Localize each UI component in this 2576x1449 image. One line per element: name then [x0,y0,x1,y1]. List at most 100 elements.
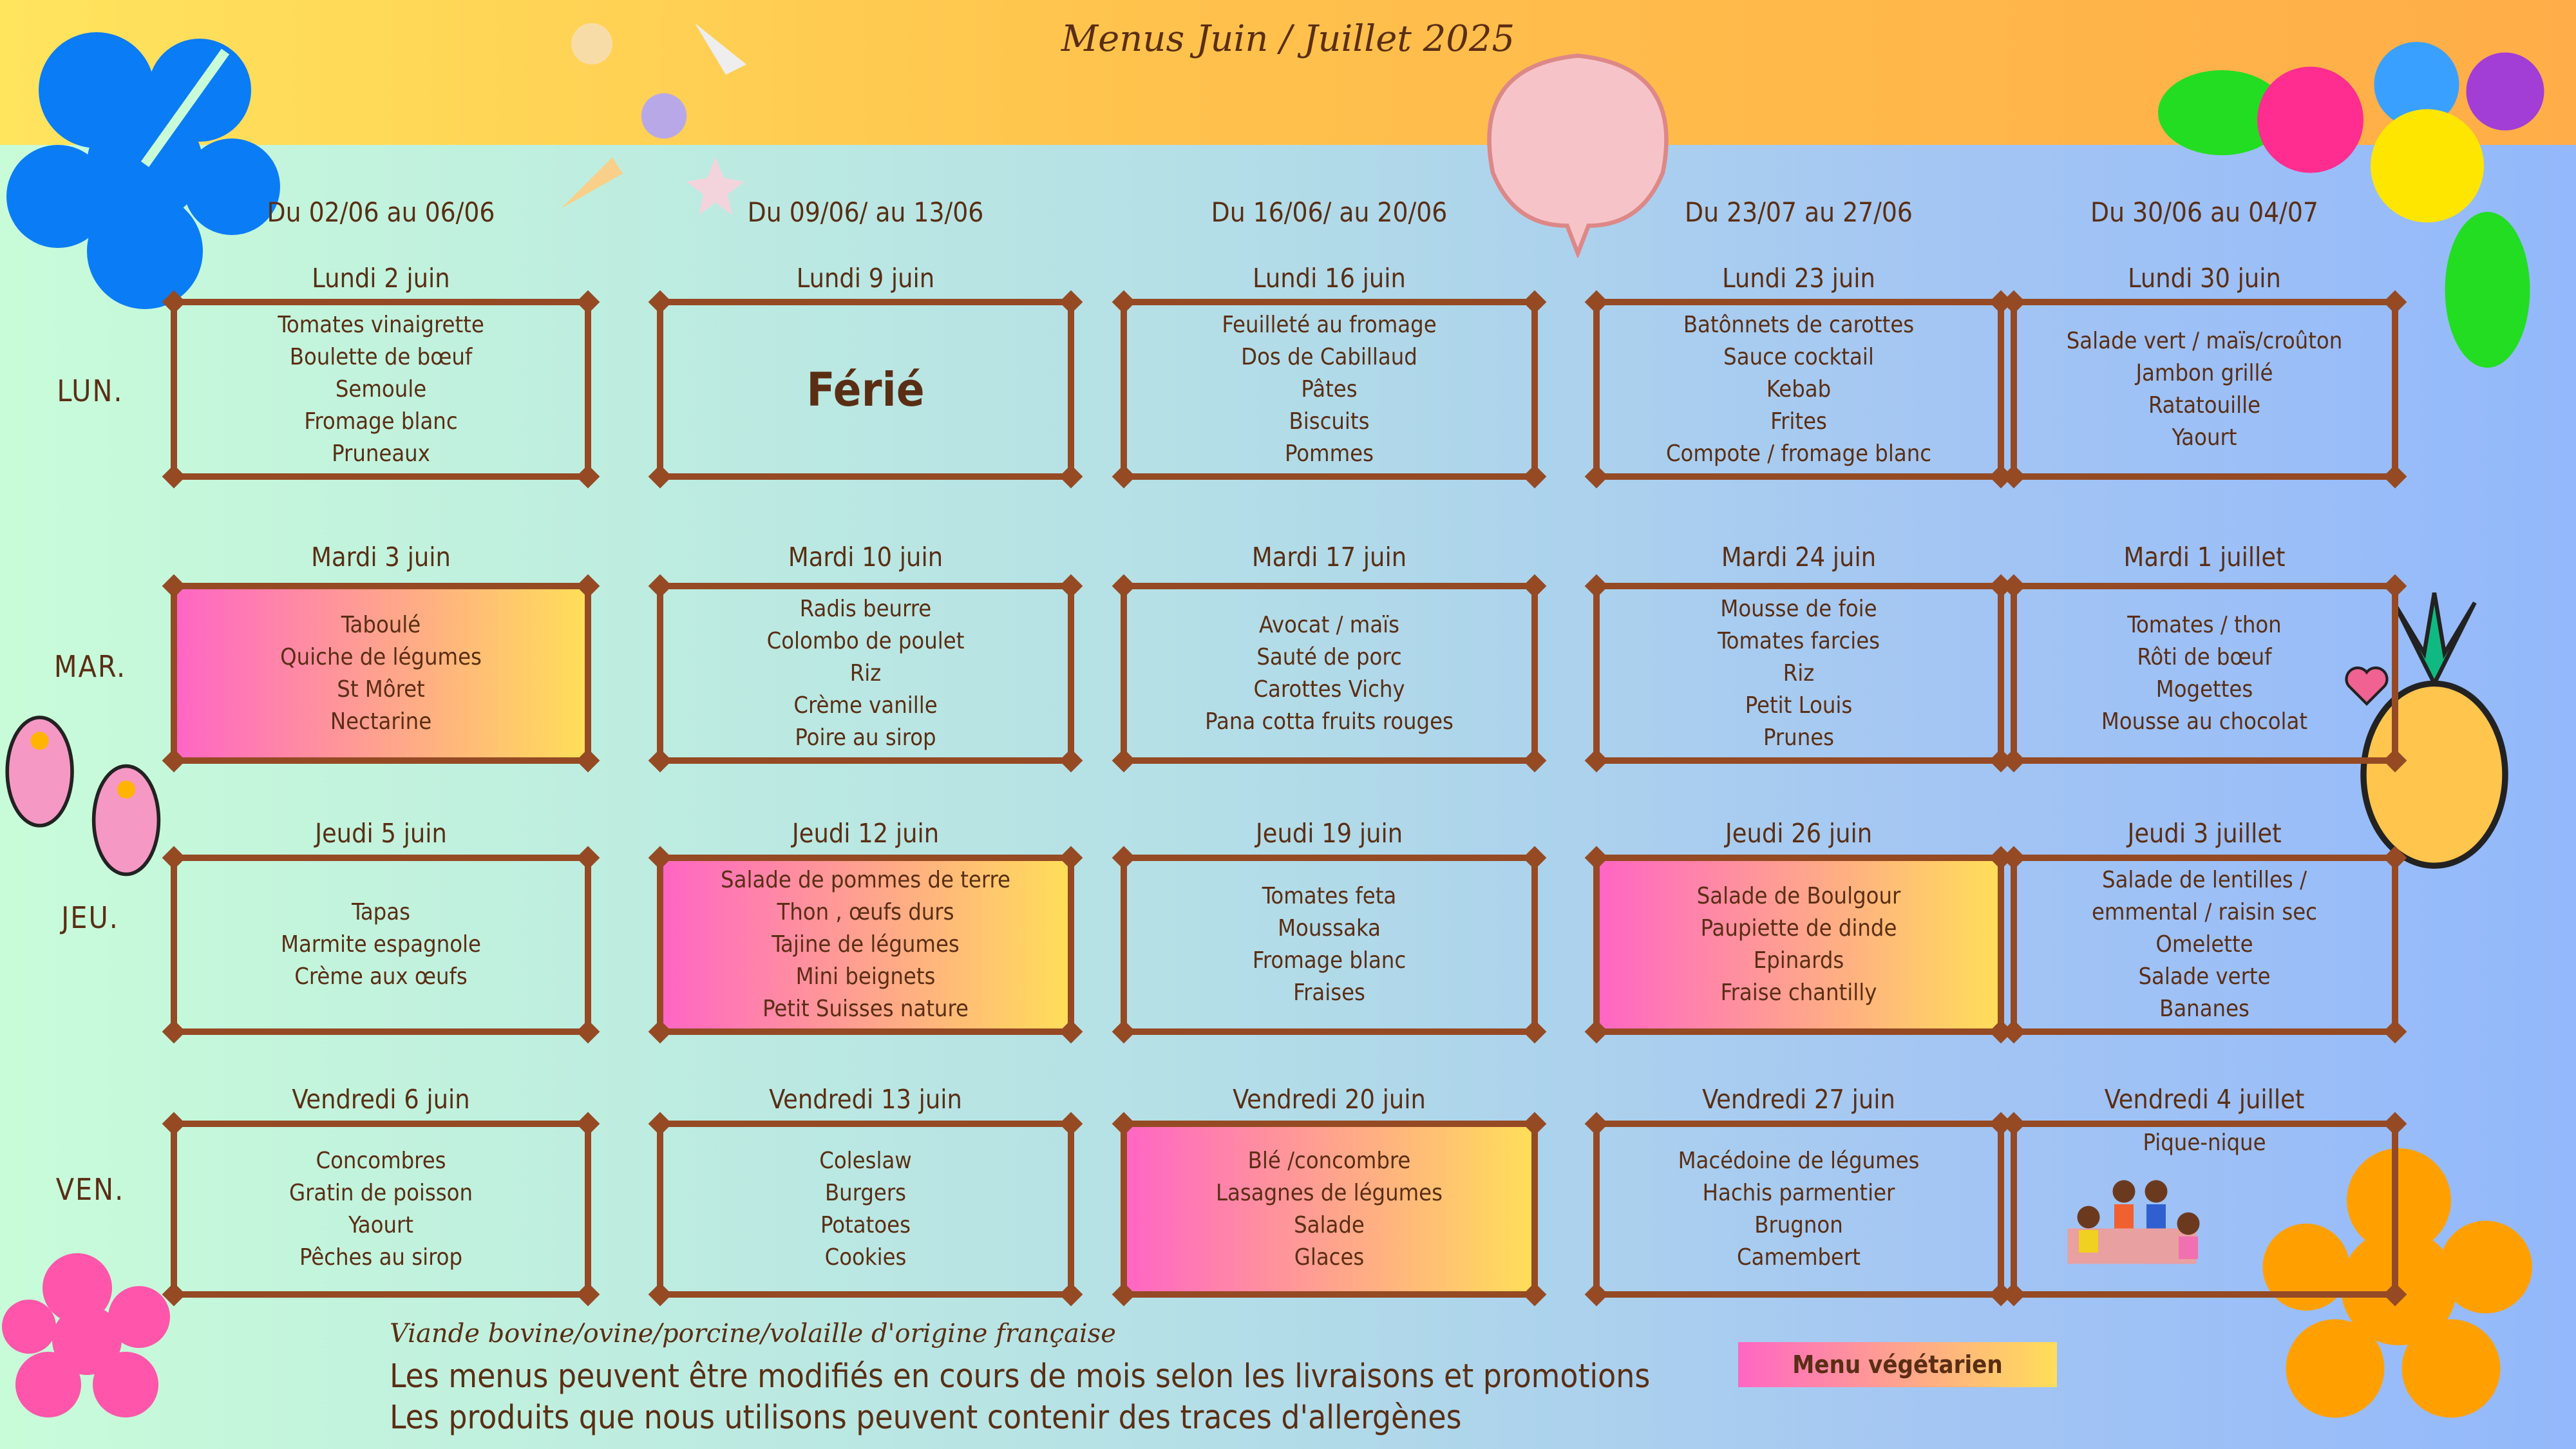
day-title: Lundi 16 juin [1253,263,1406,294]
day-title: Mardi 17 juin [1251,542,1407,573]
menu-item: Mousse de foie [1720,595,1877,622]
corner-ornament [1059,464,1083,489]
corner-ornament [2002,464,2026,489]
day-title: Vendredi 6 juin [292,1084,470,1115]
corner-ornament [1584,1019,1609,1044]
corner-ornament [1112,1019,1136,1044]
corner-ornament [576,464,600,489]
menu-item: Mogettes [2155,676,2253,703]
corner-ornament [1059,290,1083,314]
menu-item: Bananes [2159,996,2249,1022]
menu-item: Radis beurre [799,595,932,622]
corner-ornament [1584,846,1609,870]
corner-ornament [2002,574,2026,598]
menu-item: Prunes [1763,724,1835,751]
menu-item: Concombres [316,1147,446,1174]
menu-item: Thon , œufs durs [777,899,954,925]
menu-item: Pruneaux [332,440,430,467]
menu-item: Sauté de porc [1256,643,1402,670]
corner-ornament [1584,574,1609,598]
corner-ornament [648,290,672,314]
menu-item: Salade de pommes de terre [721,867,1010,893]
menu-item: Glaces [1294,1244,1365,1271]
menu-item: Salade [1294,1211,1365,1238]
menu-item: Jambon grillé [2136,359,2273,386]
corner-ornament [1522,574,1547,598]
menu-item: Poire au sirop [795,724,936,751]
menu-item: Yaourt [348,1211,413,1238]
menu-item: Pana cotta fruits rouges [1205,708,1454,735]
menu-item: Salade de lentilles / [2102,867,2307,893]
menu-item: Coleslaw [819,1147,912,1174]
corner-ornament [1522,846,1547,870]
corner-ornament [162,464,186,489]
week-header: Du 02/06 au 06/06 [267,196,495,228]
vegetarian-legend: Menu végétarien [1738,1342,2057,1387]
corner-ornament [1522,290,1547,314]
picnic-illustration-icon [2067,1180,2200,1264]
corner-ornament [1112,290,1136,314]
corner-ornament [2383,464,2407,489]
menu-item: Frites [1770,408,1827,435]
seashell-icon [1487,53,1669,258]
corner-ornament [576,846,600,870]
menu-item: Tomates farcies [1717,627,1880,654]
menu-item: Brugnon [1754,1211,1843,1238]
day-label: MAR. [53,649,127,684]
day-title: Lundi 2 juin [312,263,450,294]
day-title: Jeudi 5 juin [315,818,447,849]
corner-ornament [648,846,672,870]
menu-item: Pâtes [1301,375,1358,402]
day-title: Mardi 3 juin [311,542,451,573]
day-title: Vendredi 4 juillet [2104,1084,2305,1115]
corner-ornament [1059,574,1083,598]
week-header: Du 16/06/ au 20/06 [1211,196,1448,228]
menu-item: Tajine de légumes [772,931,960,958]
corner-ornament [2002,846,2026,870]
day-title: Mardi 10 juin [788,542,943,573]
corner-ornament [1059,846,1083,870]
menu-item: Blé /concombre [1247,1147,1411,1174]
day-title: Jeudi 3 juillet [2127,818,2282,849]
day-title: Jeudi 19 juin [1255,818,1403,849]
menu-item: Riz [849,659,882,687]
corner-ornament [576,290,600,314]
corner-ornament [1059,748,1083,773]
menu-item: Fromage blanc [1252,947,1406,974]
menu-item: Fraises [1293,980,1365,1006]
corner-ornament [2002,1019,2026,1044]
menu-item: Marmite espagnole [281,931,481,958]
shells-starfish-icon [561,23,746,215]
day-label: VEN. [55,1172,125,1207]
menu-item: Férié [806,362,925,417]
menu-item: Macédoine de légumes [1678,1147,1920,1174]
menu-item: Batônnets de carottes [1683,311,1915,338]
corner-ornament [1112,574,1136,598]
menu-item: Pêches au sirop [299,1244,463,1271]
menu-item: Crème aux œufs [294,963,468,990]
menu-item: Quiche de légumes [280,643,482,670]
menu-item: Salade de Boulgour [1696,883,1901,909]
menu-change-note: Les menus peuvent être modifiés en cours… [390,1358,1651,1396]
corner-ornament [1522,1019,1547,1044]
menu-cell: Férié [648,290,1083,489]
menu-item: Salade vert / maïs/croûton [2066,327,2343,354]
menu-item: emmental / raisin sec [2092,899,2317,925]
menu-item: Compote / fromage blanc [1665,440,1932,467]
day-title: Lundi 9 juin [796,263,935,294]
corner-ornament [2002,1112,2026,1136]
corner-ornament [2002,748,2026,773]
day-title: Vendredi 27 juin [1702,1084,1895,1115]
menu-item: Tomates vinaigrette [278,311,484,338]
day-title: Vendredi 13 juin [769,1084,962,1115]
corner-ornament [1059,1019,1083,1044]
flip-flops-icon [5,715,161,876]
